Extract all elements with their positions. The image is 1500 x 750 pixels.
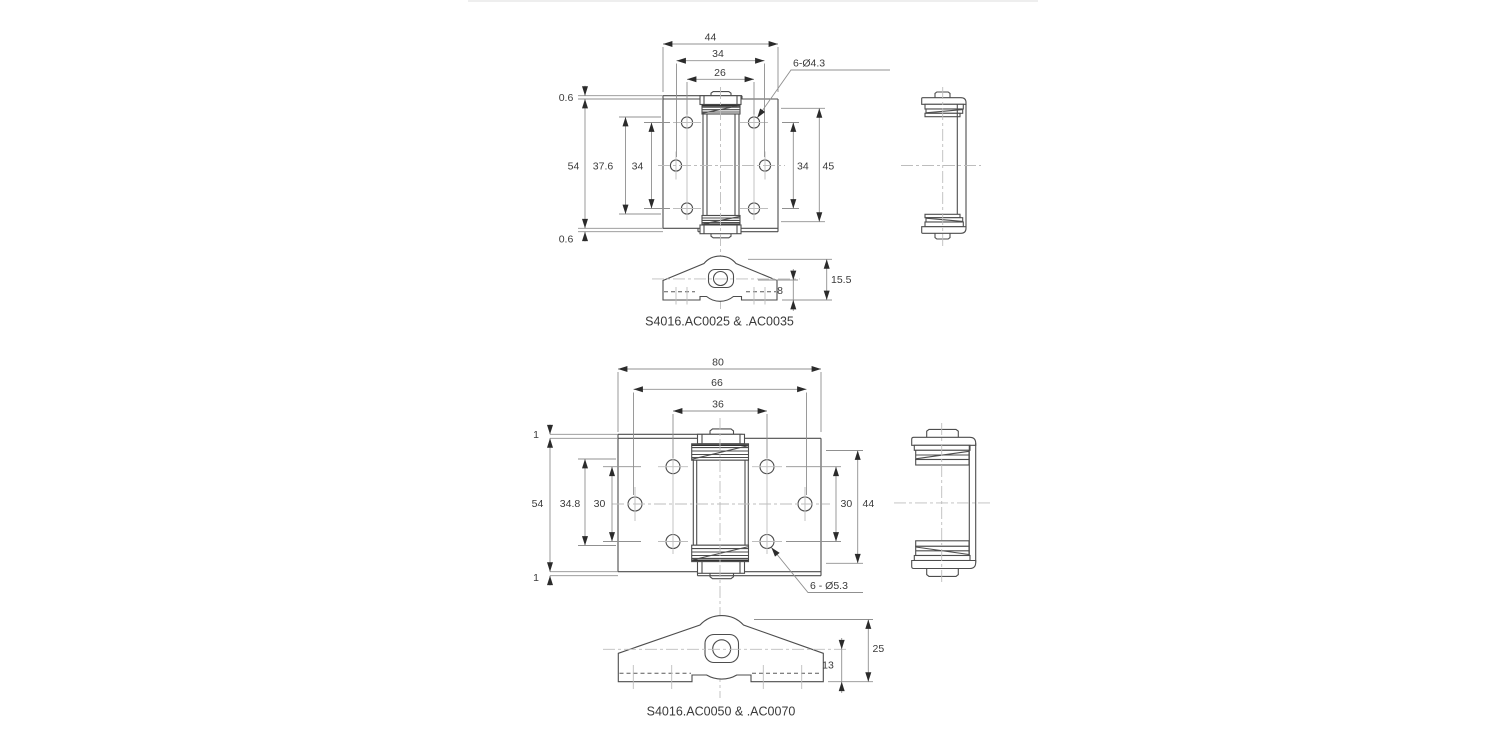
hinge2-bottom-view: 13 25 S4016.AC0050 & .AC0070 — [603, 615, 885, 719]
dim-h2-holes-right: 30 — [841, 498, 853, 510]
dim-h1-width-outer: 44 — [705, 32, 717, 44]
callout-h1-holes: 6-Ø4.3 — [793, 58, 825, 70]
dim-h2-step-bottom: 1 — [533, 572, 539, 584]
dim-h2-holes-left: 30 — [594, 498, 606, 510]
dim-h2-width-inner: 36 — [712, 399, 724, 411]
hinge2-front-view: 80 66 36 1 1 54 34.8 30 30 44 6 - Ø5.3 — [532, 357, 875, 698]
hinge2-part-label: S4016.AC0050 & .AC0070 — [647, 705, 796, 719]
hinge1-pin-top — [710, 91, 732, 96]
hinge2-pin-bottom — [709, 573, 735, 580]
hinge2-side-view — [894, 423, 991, 582]
dim-h2-width-outer: 80 — [712, 357, 724, 369]
hinge1-spring-cylinder — [702, 113, 740, 217]
dim-h1-width-mid: 34 — [712, 48, 724, 60]
dim-h1-height-outer: 54 — [568, 160, 580, 172]
hinge2-spring-cylinder — [692, 459, 749, 546]
dim-h2-width-mid: 66 — [711, 377, 723, 389]
hinge1-side-view — [901, 87, 981, 248]
hinge2-pin-top — [709, 428, 735, 435]
dim-h2-leaf-height: 44 — [863, 498, 875, 510]
dim-h2-bottom-height: 25 — [873, 643, 885, 655]
dim-h1-leaf-height: 45 — [823, 160, 835, 172]
dim-h2-height-mid: 34.8 — [560, 498, 581, 510]
dim-h1-height-mid: 37.6 — [593, 160, 614, 172]
hinge1-pin-bottom — [710, 233, 732, 239]
hinge2-pin-nut — [704, 633, 740, 664]
dim-h1-step-bottom: 0.6 — [559, 234, 574, 246]
callout-h2-holes: 6 - Ø5.3 — [810, 580, 848, 592]
dim-h1-center-to-base: 8 — [777, 285, 783, 297]
dim-h1-holes-left: 34 — [632, 160, 644, 172]
dim-h2-height-outer: 54 — [532, 498, 544, 510]
hinge1-bottom-view: 8 15.5 S4016.AC0025 & .AC0035 — [645, 255, 852, 329]
dim-h2-step-top: 1 — [533, 429, 539, 441]
dim-h1-bottom-height: 15.5 — [831, 274, 852, 286]
hinge1-front-view: 44 34 26 0.6 0.6 54 37.6 34 34 45 6-Ø4.3 — [559, 32, 890, 312]
dim-h1-step-top: 0.6 — [559, 92, 574, 104]
dim-h1-width-inner: 26 — [714, 67, 726, 79]
dim-h1-holes-right: 34 — [797, 160, 809, 172]
dim-h2-center-to-base: 13 — [822, 660, 834, 672]
hinge1-part-label: S4016.AC0025 & .AC0035 — [645, 315, 794, 329]
